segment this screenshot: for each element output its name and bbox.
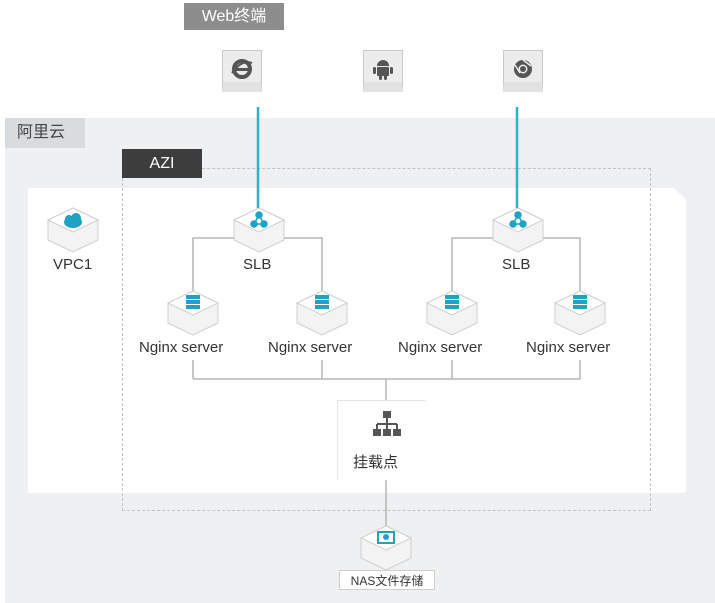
- nginx-server-node-2: [295, 290, 349, 336]
- azi-zone-title: AZI: [122, 149, 202, 178]
- nginx-server-node-1: [166, 290, 220, 336]
- nginx-server-node-4: [553, 290, 607, 336]
- nginx-server-node-3: [425, 290, 479, 336]
- nas-node-icon: [359, 525, 413, 571]
- slb-node-2: [491, 207, 545, 253]
- slb-label-1: SLB: [240, 256, 275, 273]
- chrome-icon: [503, 50, 543, 92]
- cloud-region-title: 阿里云: [5, 118, 85, 148]
- load-balancer-icon: [250, 211, 268, 228]
- server-icon: [573, 295, 587, 309]
- nginx-server-label-2: Nginx server: [265, 339, 356, 356]
- web-terminal-title: Web终端: [184, 3, 284, 30]
- android-icon: [363, 50, 403, 92]
- storage-icon: [377, 531, 395, 544]
- mount-point-label: 挂载点: [350, 451, 402, 472]
- tree-icon: [373, 411, 401, 436]
- nginx-server-label-3: Nginx server: [395, 339, 486, 356]
- server-icon: [186, 295, 200, 309]
- nginx-server-label-4: Nginx server: [523, 339, 614, 356]
- slb-label-2: SLB: [499, 256, 534, 273]
- vpc-node-icon: [46, 207, 100, 253]
- load-balancer-icon: [509, 211, 527, 228]
- nas-label: NAS文件存储: [339, 570, 435, 590]
- nginx-server-label-1: Nginx server: [136, 339, 227, 356]
- vpc-label: VPC1: [50, 256, 96, 273]
- cloud-icon: [64, 213, 82, 228]
- server-icon: [315, 295, 329, 309]
- slb-node-1: [232, 207, 286, 253]
- server-icon: [445, 295, 459, 309]
- ie-icon: [222, 50, 262, 92]
